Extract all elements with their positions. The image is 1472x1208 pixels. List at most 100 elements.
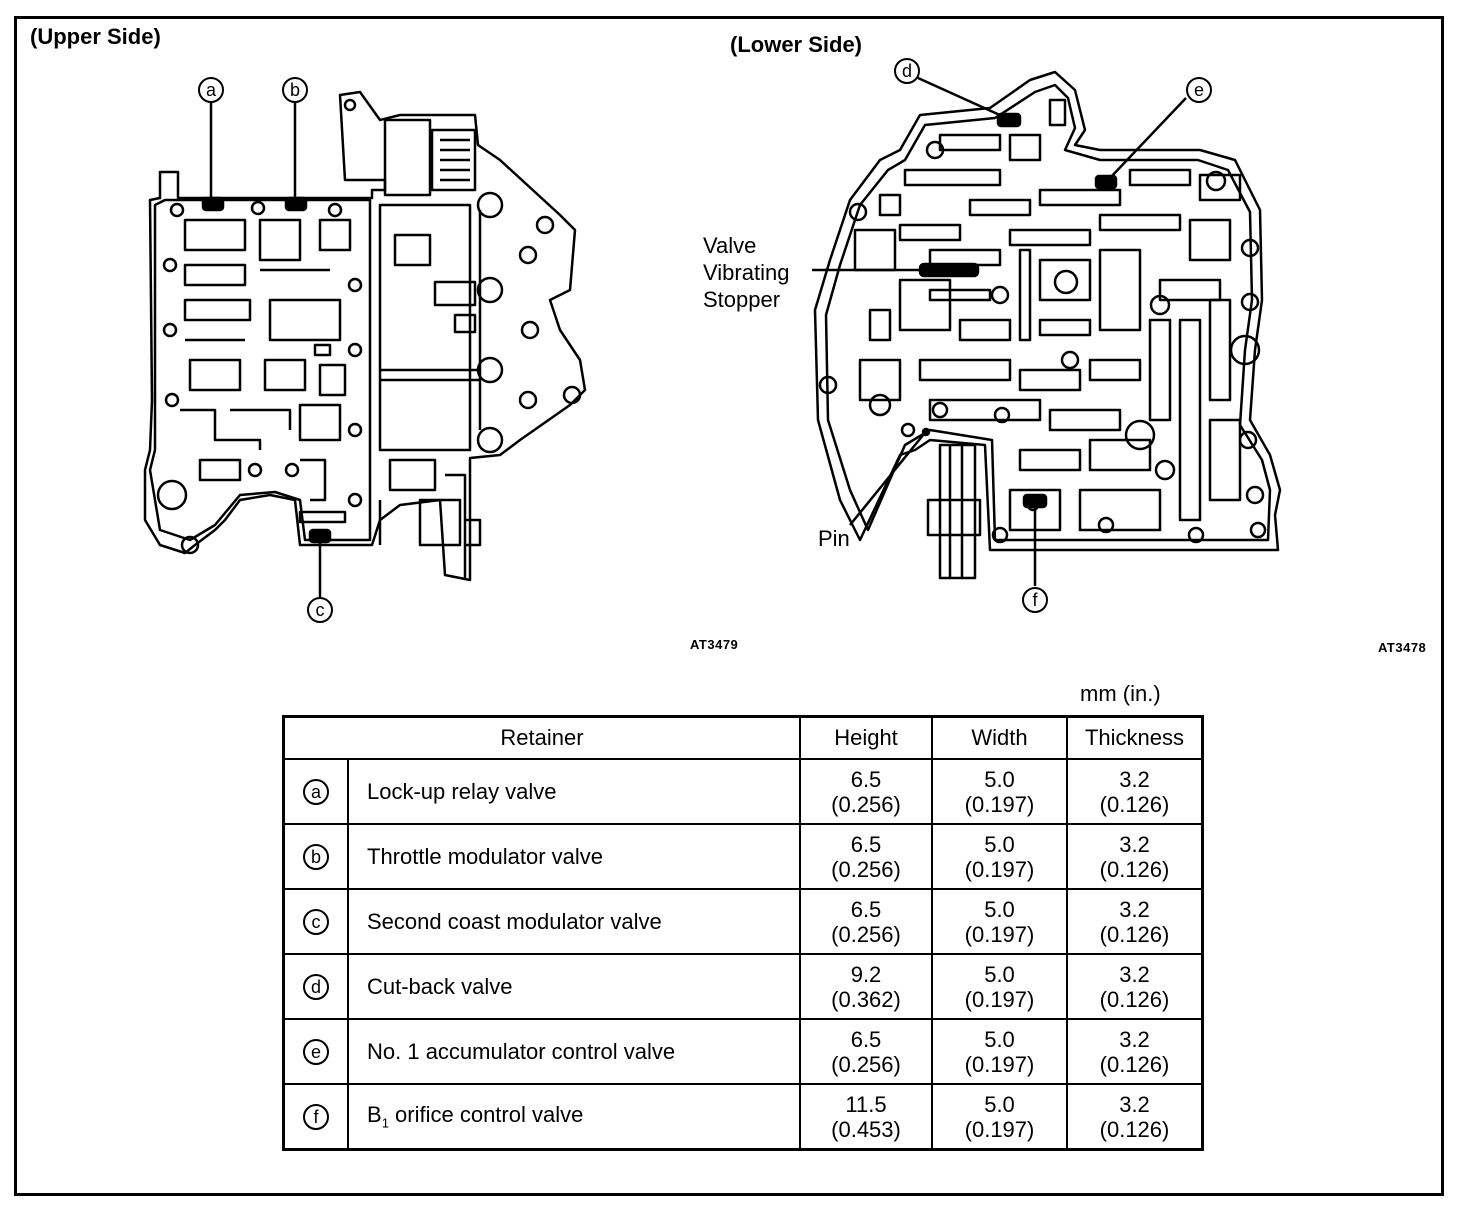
callout-c: c (307, 597, 333, 623)
width-in: (0.197) (964, 1116, 1035, 1142)
thickness-cell: 3.2(0.126) (1066, 1083, 1204, 1151)
height-mm: 9.2 (850, 961, 882, 987)
height-mm: 6.5 (850, 766, 882, 792)
row-name: Throttle modulator valve (347, 823, 801, 890)
upper-valve-body (143, 90, 587, 597)
thickness-in: (0.126) (1099, 791, 1170, 817)
table-row: b Throttle modulator valve 6.5(0.256) 5.… (282, 823, 1204, 890)
header-height: Height (799, 715, 933, 760)
height-mm: 6.5 (850, 831, 882, 857)
width-in: (0.197) (964, 856, 1035, 882)
lower-valve-body (812, 70, 1282, 586)
thickness-in: (0.126) (1099, 856, 1170, 882)
height-cell: 6.5(0.256) (799, 1018, 933, 1085)
height-mm: 11.5 (845, 1091, 887, 1117)
thickness-in: (0.126) (1099, 1051, 1170, 1077)
width-mm: 5.0 (984, 831, 1015, 857)
height-cell: 6.5(0.256) (799, 888, 933, 955)
thickness-cell: 3.2(0.126) (1066, 823, 1204, 890)
height-in: (0.256) (831, 856, 901, 882)
height-in: (0.453) (831, 1116, 901, 1142)
thickness-mm: 3.2 (1119, 1091, 1150, 1117)
callout-d: d (894, 58, 920, 84)
row-key-cell: e (282, 1018, 349, 1085)
width-cell: 5.0(0.197) (931, 888, 1068, 955)
height-in: (0.256) (831, 921, 901, 947)
name-rest: orifice control valve (388, 1102, 584, 1128)
key-d: d (303, 974, 329, 1000)
key-c: c (303, 909, 329, 935)
thickness-mm: 3.2 (1119, 961, 1150, 987)
thickness-cell: 3.2(0.126) (1066, 758, 1204, 825)
thickness-cell: 3.2(0.126) (1066, 953, 1204, 1020)
height-cell: 11.5(0.453) (799, 1083, 933, 1151)
thickness-mm: 3.2 (1119, 1026, 1150, 1052)
width-mm: 5.0 (984, 1026, 1015, 1052)
key-a: a (303, 779, 329, 805)
width-cell: 5.0(0.197) (931, 1083, 1068, 1151)
width-in: (0.197) (964, 921, 1035, 947)
table-row: e No. 1 accumulator control valve 6.5(0.… (282, 1018, 1204, 1085)
row-key-cell: a (282, 758, 349, 825)
thickness-in: (0.126) (1099, 986, 1170, 1012)
row-name: Cut-back valve (347, 953, 801, 1020)
retainer-table: Retainer Height Width Thickness a Lock-u… (282, 715, 1204, 1151)
width-mm: 5.0 (984, 896, 1015, 922)
width-cell: 5.0(0.197) (931, 1018, 1068, 1085)
thickness-in: (0.126) (1099, 921, 1170, 947)
table-row: a Lock-up relay valve 6.5(0.256) 5.0(0.1… (282, 758, 1204, 825)
thickness-cell: 3.2(0.126) (1066, 888, 1204, 955)
key-b: b (303, 844, 329, 870)
row-name: B1 orifice control valve (347, 1083, 801, 1151)
width-in: (0.197) (964, 986, 1035, 1012)
row-name: Second coast modulator valve (347, 888, 801, 955)
row-key-cell: b (282, 823, 349, 890)
width-mm: 5.0 (984, 1091, 1015, 1117)
callout-f: f (1022, 587, 1048, 613)
upper-side-title: (Upper Side) (30, 24, 161, 49)
label-line-valve: Valve (703, 233, 757, 258)
height-cell: 6.5(0.256) (799, 823, 933, 890)
row-key-cell: c (282, 888, 349, 955)
row-key-cell: f (282, 1083, 349, 1151)
label-line-stopper: Stopper (703, 287, 781, 312)
height-mm: 6.5 (850, 896, 882, 922)
thickness-in: (0.126) (1099, 1116, 1170, 1142)
table-header-row: Retainer Height Width Thickness (282, 715, 1204, 760)
height-cell: 6.5(0.256) (799, 758, 933, 825)
width-cell: 5.0(0.197) (931, 758, 1068, 825)
label-line-vibrating: Vibrating (703, 260, 790, 285)
width-in: (0.197) (964, 791, 1035, 817)
height-in: (0.256) (831, 791, 901, 817)
row-name: No. 1 accumulator control valve (347, 1018, 801, 1085)
thickness-mm: 3.2 (1119, 896, 1150, 922)
thickness-cell: 3.2(0.126) (1066, 1018, 1204, 1085)
height-in: (0.256) (831, 1051, 901, 1077)
width-cell: 5.0(0.197) (931, 953, 1068, 1020)
table-row: d Cut-back valve 9.2(0.362) 5.0(0.197) 3… (282, 953, 1204, 1020)
thickness-mm: 3.2 (1119, 831, 1150, 857)
callout-a: a (198, 77, 224, 103)
header-width: Width (931, 715, 1068, 760)
width-in: (0.197) (964, 1051, 1035, 1077)
key-f: f (303, 1104, 329, 1130)
name-subscript: 1 (381, 1115, 389, 1131)
row-name: Lock-up relay valve (347, 758, 801, 825)
valve-vibrating-stopper-label: Valve Vibrating Stopper (703, 232, 789, 313)
width-mm: 5.0 (984, 766, 1015, 792)
row-key-cell: d (282, 953, 349, 1020)
table-row: c Second coast modulator valve 6.5(0.256… (282, 888, 1204, 955)
header-thickness: Thickness (1066, 715, 1204, 760)
figure-frame (14, 16, 1444, 1196)
figure-code-upper: AT3479 (690, 637, 739, 652)
pin-label: Pin (818, 526, 850, 551)
lower-side-title: (Lower Side) (730, 32, 863, 57)
table-row: f B1 orifice control valve 11.5(0.453) 5… (282, 1083, 1204, 1151)
width-cell: 5.0(0.197) (931, 823, 1068, 890)
name-prefix: B (367, 1102, 382, 1128)
callout-e: e (1186, 77, 1212, 103)
height-mm: 6.5 (850, 1026, 882, 1052)
figure-code-lower: AT3478 (1378, 640, 1427, 655)
units-label: mm (in.) (1080, 681, 1161, 706)
